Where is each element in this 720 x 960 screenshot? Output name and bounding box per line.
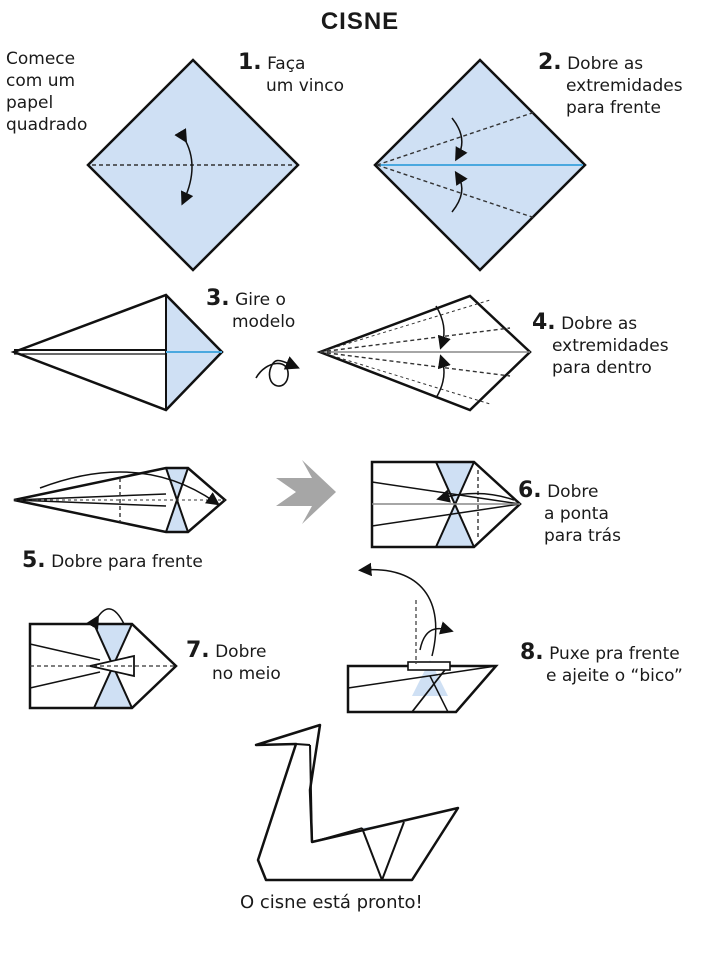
step-2-label: 2. Dobre as extremidades para frente [538,50,683,119]
step-8-label: 8. Puxe pra frente e ajeite o “bico” [520,640,683,687]
step-6-label: 6. Dobre a ponta para trás [518,478,621,547]
step-3-label: 3. Gire o modelo [206,286,296,333]
final-swan-figure [254,723,460,882]
step-8-figure [346,562,499,714]
rotate-icon [255,356,300,387]
step-4-label: 4. Dobre as extremidades para dentro [532,310,669,379]
diagram-title: CISNE [320,8,400,35]
step-1-figure [86,58,300,272]
step-7-label: 7. Dobre no meio [186,638,281,685]
final-label: O cisne está pronto! [240,892,423,913]
step-5-figure [13,466,227,534]
step-1-label: 1. Faça um vinco [238,50,345,97]
step-4-figure [316,294,532,412]
step-5-label: 5. Dobre para frente [22,548,203,573]
step-2-figure [373,58,587,272]
step-3-figure [10,293,224,412]
step-6-figure [370,460,522,549]
next-arrow [276,460,336,524]
step-7-figure [28,608,178,710]
